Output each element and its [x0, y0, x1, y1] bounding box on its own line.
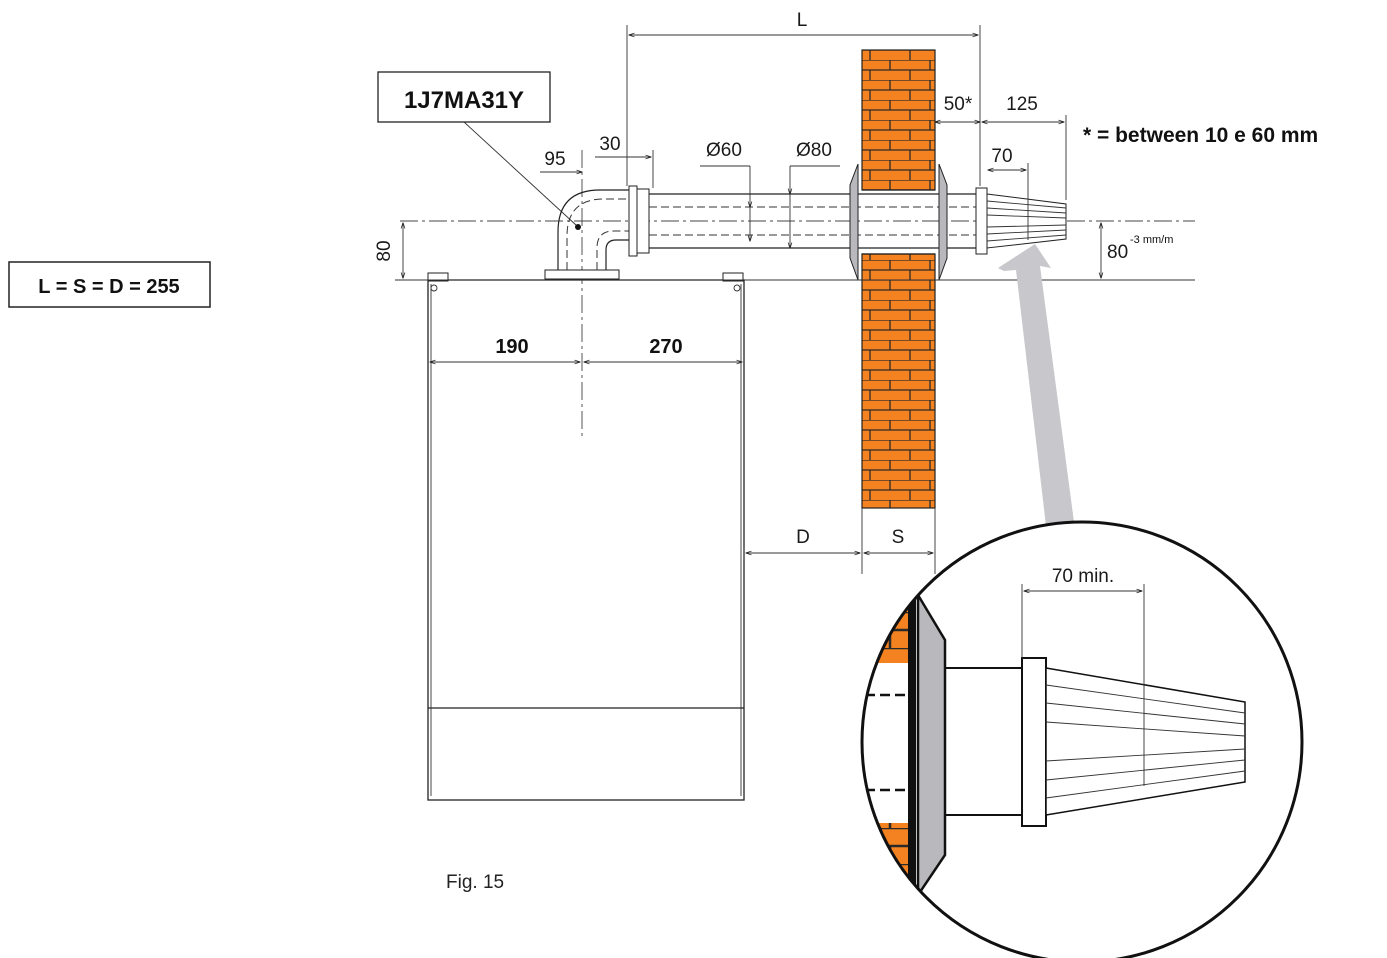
- dim-80-left-label: 80: [374, 240, 395, 261]
- figure-caption: Fig. 15: [446, 872, 504, 893]
- detail-magnifier: 70 min.: [860, 520, 1304, 958]
- dim-L: L: [626, 10, 981, 186]
- dim-phi80-label: Ø80: [796, 140, 832, 161]
- dim-125: 125: [982, 94, 1067, 200]
- dim-D-label: D: [796, 527, 810, 548]
- flue-elbow: [544, 189, 632, 280]
- dim-80-right-label: 80: [1107, 242, 1128, 263]
- detail-pointer-arrow: [998, 244, 1074, 526]
- dim-80-left: 80: [374, 223, 403, 278]
- boiler-body: [427, 272, 745, 801]
- dim-190-label: 190: [495, 336, 528, 358]
- formula-box: L = S = D = 255: [8, 261, 211, 308]
- formula-text: L = S = D = 255: [38, 276, 179, 298]
- dim-190-270: 190 270: [430, 336, 742, 362]
- dim-80-right: 80 -3 mm/m: [1101, 223, 1173, 278]
- dim-phi60: Ø60: [700, 140, 750, 241]
- dim-L-label: L: [797, 10, 808, 31]
- note-text: * = between 10 e 60 mm: [1083, 124, 1318, 147]
- dim-95-label: 95: [544, 149, 565, 170]
- dim-125-label: 125: [1006, 94, 1038, 115]
- dim-30-label: 30: [599, 134, 620, 155]
- dim-phi60-label: Ø60: [706, 140, 742, 161]
- detail-70min-label: 70 min.: [1052, 566, 1114, 587]
- dim-50: 50*: [935, 94, 980, 122]
- brick-wall: [849, 49, 948, 509]
- dim-S-label: S: [892, 527, 905, 548]
- dim-30: 30: [595, 134, 654, 188]
- dim-phi80: Ø80: [790, 140, 840, 248]
- dim-70-label: 70: [991, 146, 1012, 167]
- dim-270-label: 270: [649, 336, 682, 358]
- dim-50-label: 50*: [944, 94, 973, 115]
- model-label: 1J7MA31Y: [377, 71, 581, 230]
- dim-95: 95: [540, 149, 582, 172]
- dim-70: 70: [988, 146, 1029, 240]
- dim-80-right-tolerance: -3 mm/m: [1130, 234, 1173, 246]
- model-code: 1J7MA31Y: [404, 87, 524, 114]
- dim-D-S: D S: [746, 527, 933, 553]
- coaxial-pipe: [628, 185, 1067, 257]
